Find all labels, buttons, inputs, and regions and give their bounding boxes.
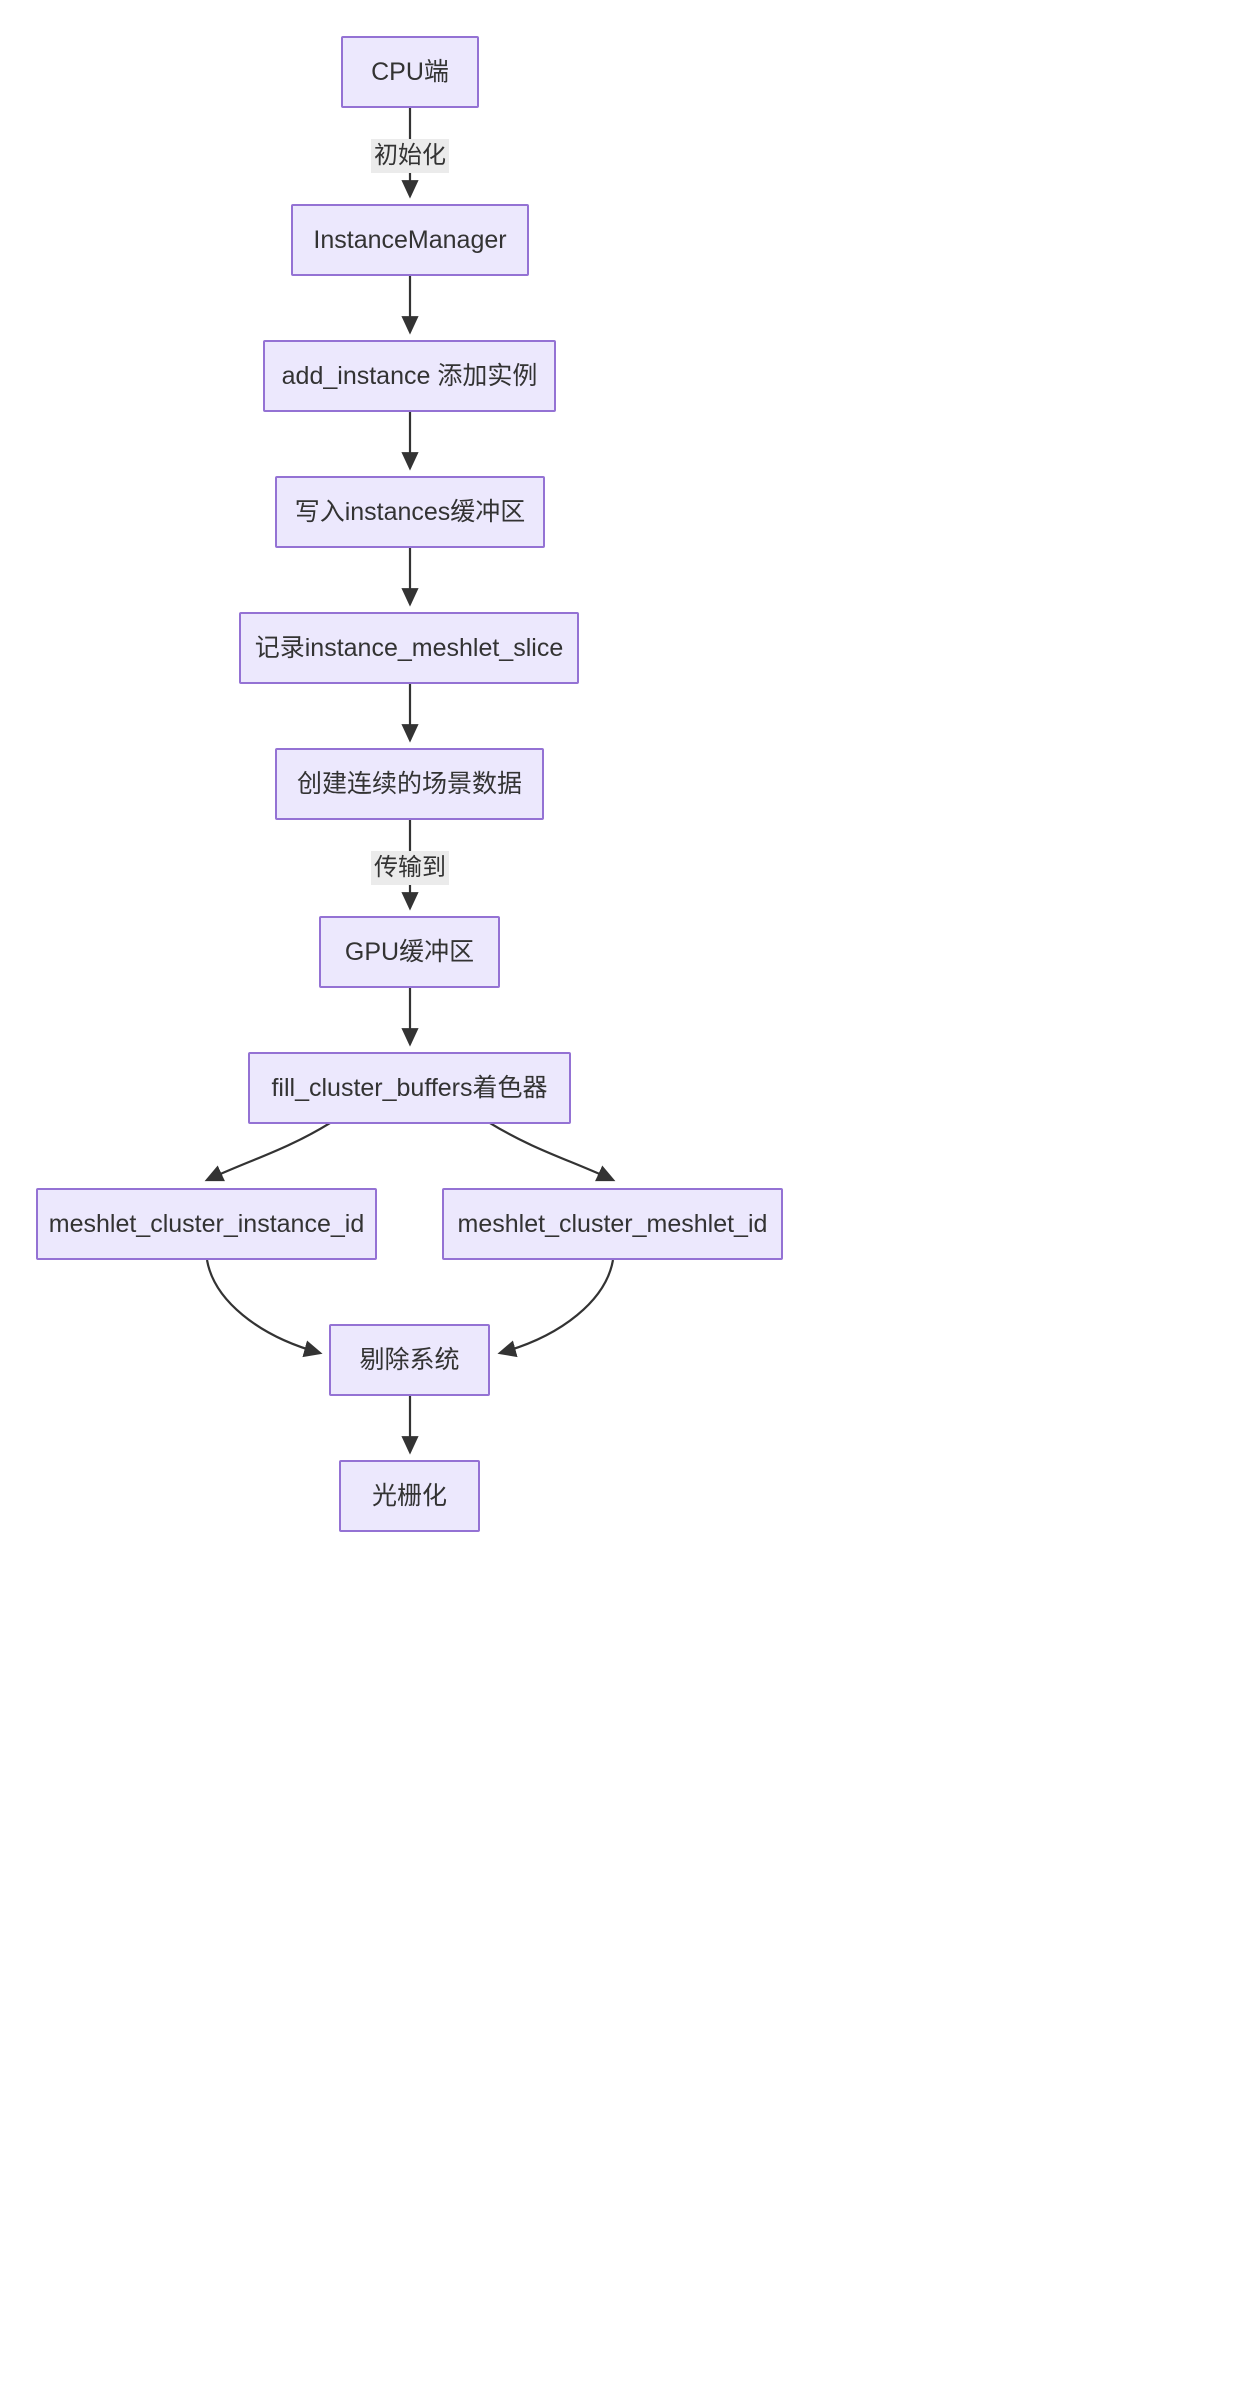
edge-fillclusters-to-clusterinstid: [204, 1122, 331, 1182]
node-label: InstanceManager: [313, 226, 507, 254]
edge-fillclusters-to-clustermeshid: [489, 1122, 616, 1182]
node-create-contiguous-scene-data[interactable]: 创建连续的场景数据: [275, 748, 544, 820]
node-label: 写入instances缓冲区: [294, 498, 526, 526]
node-label: CPU端: [371, 58, 449, 86]
node-write-instances-buffer[interactable]: 写入instances缓冲区: [275, 476, 545, 548]
node-label: 创建连续的场景数据: [296, 770, 522, 798]
node-label: GPU缓冲区: [344, 938, 475, 966]
node-label: meshlet_cluster_meshlet_id: [457, 1210, 768, 1238]
edge-clustermeshid-to-cullsys: [497, 1259, 615, 1358]
node-fill-cluster-buffers-shader[interactable]: fill_cluster_buffers着色器: [248, 1052, 571, 1124]
node-label: fill_cluster_buffers着色器: [271, 1074, 548, 1102]
edge-clusterinstid-to-cullsys: [205, 1259, 323, 1358]
node-gpu-buffer[interactable]: GPU缓冲区: [319, 916, 500, 988]
node-label: 剔除系统: [359, 1346, 460, 1374]
node-label: add_instance 添加实例: [281, 362, 538, 390]
edge-label-transfer-to: 传输到: [371, 851, 449, 885]
node-culling-system[interactable]: 剔除系统: [329, 1324, 490, 1396]
node-label: 光栅化: [371, 1482, 447, 1510]
node-label: meshlet_cluster_instance_id: [48, 1210, 365, 1238]
node-meshlet-cluster-instance-id[interactable]: meshlet_cluster_instance_id: [36, 1188, 377, 1260]
node-instance-manager[interactable]: InstanceManager: [291, 204, 529, 276]
node-record-instance-meshlet-slice[interactable]: 记录instance_meshlet_slice: [239, 612, 579, 684]
node-meshlet-cluster-meshlet-id[interactable]: meshlet_cluster_meshlet_id: [442, 1188, 783, 1260]
node-rasterization[interactable]: 光栅化: [339, 1460, 480, 1532]
node-add-instance[interactable]: add_instance 添加实例: [263, 340, 556, 412]
node-label: 记录instance_meshlet_slice: [254, 634, 564, 662]
node-cpu[interactable]: CPU端: [341, 36, 479, 108]
edge-label-initialize: 初始化: [371, 139, 449, 173]
